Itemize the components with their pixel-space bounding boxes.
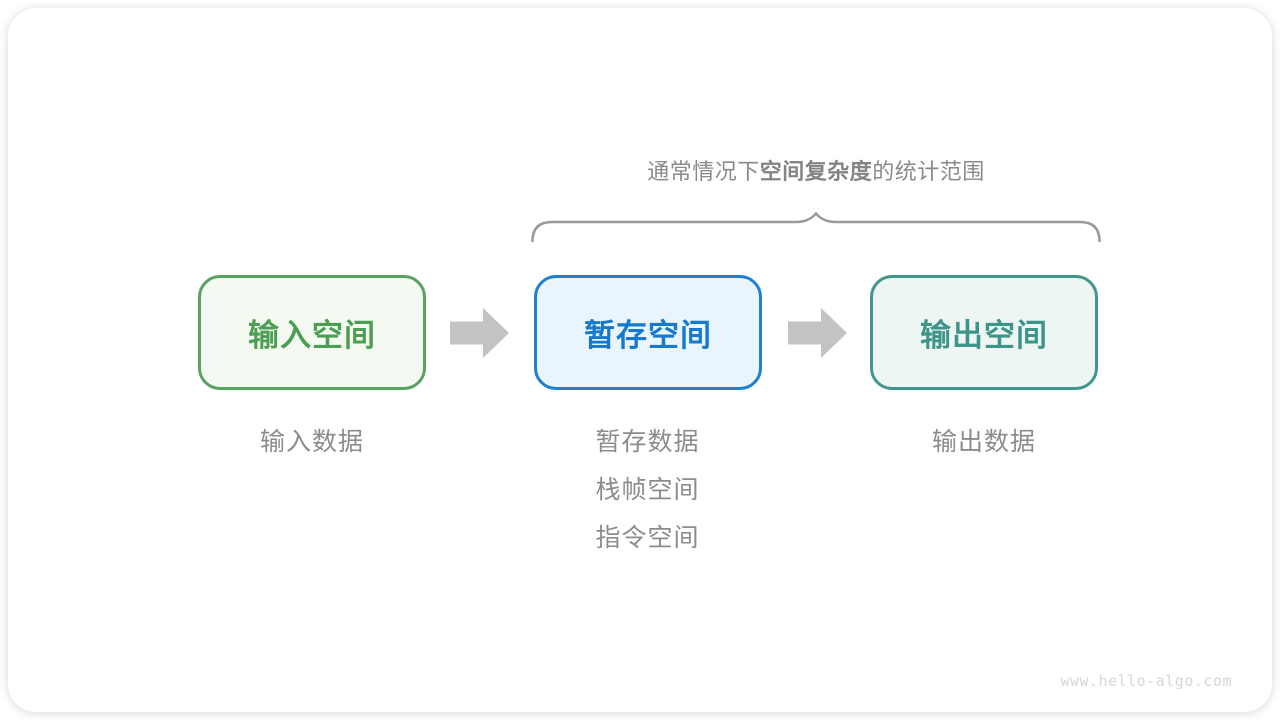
input-space-box: 输入空间 (198, 275, 426, 390)
output-space-label: 输出空间 (920, 318, 1048, 353)
overbrace-icon (531, 212, 1101, 242)
overbrace-path (531, 212, 1101, 242)
sublabel-item: 指令空间 (595, 524, 700, 552)
input-space-label: 输入空间 (248, 318, 376, 353)
scope-annotation-prefix: 通常情况下 (647, 159, 760, 184)
scope-annotation-suffix: 的统计范围 (872, 159, 985, 184)
scope-annotation-bold: 空间复杂度 (759, 159, 873, 184)
arrow-right-icon (788, 308, 847, 358)
watermark: www.hello-algo.com (1060, 672, 1232, 690)
sublabel-item: 暂存数据 (595, 428, 700, 456)
temp-space-box: 暂存空间 (534, 275, 762, 390)
sublabel-item: 输入数据 (259, 428, 364, 456)
input-space-sublabels: 输入数据 (198, 418, 426, 466)
diagram-card: 通常情况下空间复杂度的统计范围 输入空间 暂存空间 输出空间 输入数据 暂存数据… (8, 8, 1272, 712)
output-space-sublabels: 输出数据 (870, 418, 1098, 466)
output-space-box: 输出空间 (870, 275, 1098, 390)
arrow-right-icon (450, 308, 509, 358)
sublabel-item: 输出数据 (931, 428, 1036, 456)
temp-space-label: 暂存空间 (584, 318, 712, 353)
sublabel-item: 栈帧空间 (595, 476, 700, 504)
temp-space-sublabels: 暂存数据 栈帧空间 指令空间 (534, 418, 761, 562)
scope-annotation: 通常情况下空间复杂度的统计范围 (531, 154, 1101, 186)
